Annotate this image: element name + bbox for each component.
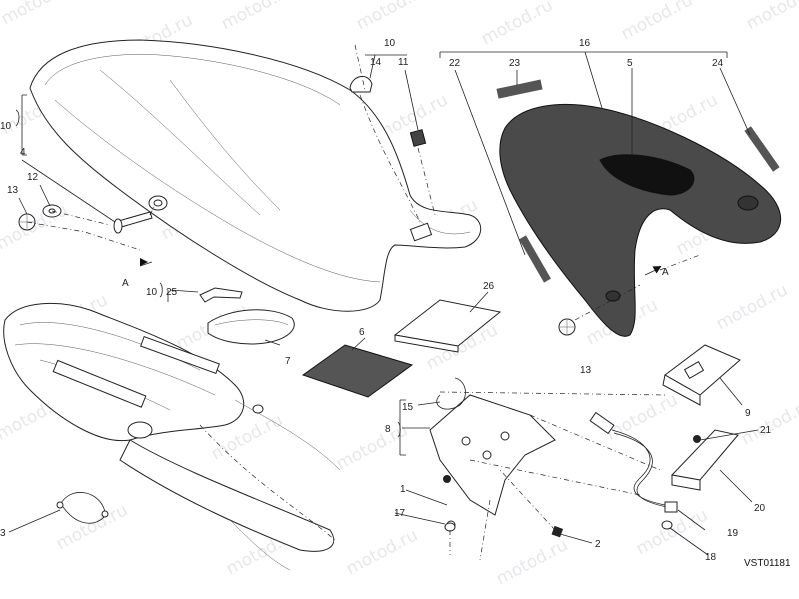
decal-22 bbox=[519, 235, 551, 283]
subframe bbox=[3, 302, 341, 571]
callout-10: 10 bbox=[146, 287, 158, 298]
watermark: motod.ru bbox=[603, 390, 681, 444]
callout-3: 3 bbox=[0, 528, 6, 539]
bracket-8[interactable] bbox=[429, 394, 556, 530]
rider-seat[interactable] bbox=[29, 39, 482, 312]
callout-7: 7 bbox=[285, 356, 291, 367]
brace-marks bbox=[15, 109, 401, 438]
callout-15: 15 bbox=[402, 402, 414, 413]
manual-6[interactable] bbox=[301, 344, 414, 398]
callout-13: 13 bbox=[580, 365, 592, 376]
callout-20: 20 bbox=[754, 503, 766, 514]
tool-kit-9[interactable] bbox=[662, 344, 741, 406]
decal-24 bbox=[744, 126, 780, 172]
bumper-11[interactable] bbox=[409, 129, 427, 147]
clamp-15[interactable] bbox=[436, 377, 466, 410]
watermark: motod.ru bbox=[218, 0, 296, 34]
watermark: motod.ru bbox=[0, 0, 76, 29]
document-26[interactable] bbox=[393, 299, 502, 353]
watermark: motod.ru bbox=[333, 420, 411, 474]
decal-23 bbox=[496, 79, 543, 99]
leader-lines bbox=[8, 44, 759, 561]
callout-19: 19 bbox=[727, 528, 739, 539]
callout-1: 1 bbox=[400, 484, 406, 495]
screw-2[interactable] bbox=[551, 525, 564, 538]
callout-6: 6 bbox=[359, 327, 365, 338]
callout-10: 10 bbox=[0, 121, 12, 132]
arrow-a-label: A bbox=[662, 267, 669, 278]
callout-10: 10 bbox=[384, 38, 396, 49]
callout-11: 11 bbox=[398, 57, 409, 68]
callout-26: 26 bbox=[483, 281, 495, 292]
watermark: motod.ru bbox=[618, 0, 696, 44]
callout-17: 17 bbox=[394, 508, 406, 519]
callout-23: 23 bbox=[509, 58, 521, 69]
callout-14: 14 bbox=[370, 57, 382, 68]
battery-strap-3[interactable] bbox=[56, 492, 109, 524]
arrow-a-label: A bbox=[122, 278, 129, 289]
reference-code: VST01181 bbox=[744, 558, 791, 569]
watermark: motod.ru bbox=[493, 535, 571, 589]
watermark: motod.ru bbox=[343, 525, 421, 579]
foam-pad-7[interactable] bbox=[207, 309, 295, 345]
watermark: motod.ru bbox=[743, 0, 799, 34]
callout-25: 25 bbox=[166, 287, 178, 298]
callout-22: 22 bbox=[449, 58, 461, 69]
callout-21: 21 bbox=[760, 425, 772, 436]
watermark: motod.ru bbox=[353, 0, 431, 34]
nut-17[interactable] bbox=[444, 522, 456, 532]
callout-8: 8 bbox=[385, 424, 391, 435]
watermark: motod.ru bbox=[53, 500, 131, 554]
bumper-14[interactable] bbox=[349, 76, 373, 93]
callout-5: 5 bbox=[627, 58, 633, 69]
nut-21[interactable] bbox=[693, 435, 701, 443]
callout-16: 16 bbox=[579, 38, 591, 49]
latch-25[interactable] bbox=[199, 287, 243, 303]
callout-18: 18 bbox=[705, 552, 717, 563]
callout-4: 4 bbox=[20, 147, 26, 158]
callout-labels: 10 4 13 12 10 14 11 16 22 23 5 24 10 25 … bbox=[0, 38, 791, 569]
arrow-a-left: A bbox=[122, 258, 148, 289]
watermark: motod.ru bbox=[633, 505, 711, 559]
bolt-13-right[interactable] bbox=[558, 318, 576, 336]
cable-19[interactable] bbox=[589, 411, 678, 513]
module-20[interactable] bbox=[670, 429, 739, 491]
watermark: motod.ru bbox=[738, 395, 799, 449]
callout-9: 9 bbox=[745, 408, 751, 419]
callout-2: 2 bbox=[595, 539, 601, 550]
pin-4[interactable] bbox=[113, 211, 153, 234]
washer-18[interactable] bbox=[661, 520, 673, 530]
callout-13: 13 bbox=[7, 185, 19, 196]
watermark: motod.ru bbox=[713, 280, 791, 334]
callout-24: 24 bbox=[712, 58, 724, 69]
pillion-cover[interactable] bbox=[499, 103, 782, 337]
callout-12: 12 bbox=[27, 172, 39, 183]
watermark: motod.ru bbox=[478, 0, 556, 49]
arrow-a-right: A bbox=[652, 266, 669, 278]
